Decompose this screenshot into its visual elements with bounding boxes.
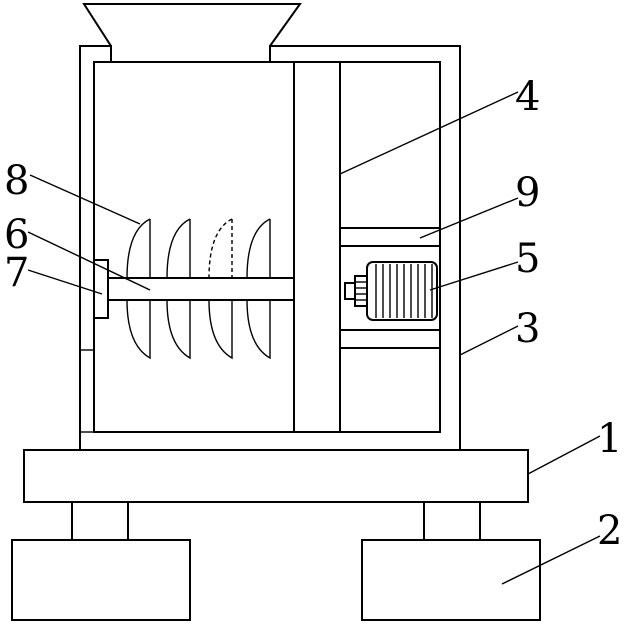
callout-9: 9 [515,170,540,216]
callout-3: 3 [515,306,540,352]
leg-left [72,502,128,540]
callout-2: 2 [597,508,622,554]
leader-3 [460,326,518,355]
leader-7 [28,270,102,294]
callout-7: 7 [4,250,29,296]
callout-5: 5 [515,236,540,282]
leader-5 [430,262,518,290]
hopper-opening [112,40,269,54]
callout-1: 1 [597,416,622,462]
base-plate [24,450,528,502]
rotating-shaft [108,278,294,300]
hopper [84,4,300,46]
leader-9 [420,198,518,238]
leader-1 [528,436,600,474]
leg-right [424,502,480,540]
callout-4: 4 [515,74,540,120]
callout-8: 8 [4,158,29,204]
leader-8 [30,175,140,224]
leader-2 [502,536,600,584]
foot-left [12,540,190,620]
motor [345,262,437,320]
partition-plate [294,62,340,432]
foot-right [362,540,540,620]
leader-4 [340,92,518,174]
